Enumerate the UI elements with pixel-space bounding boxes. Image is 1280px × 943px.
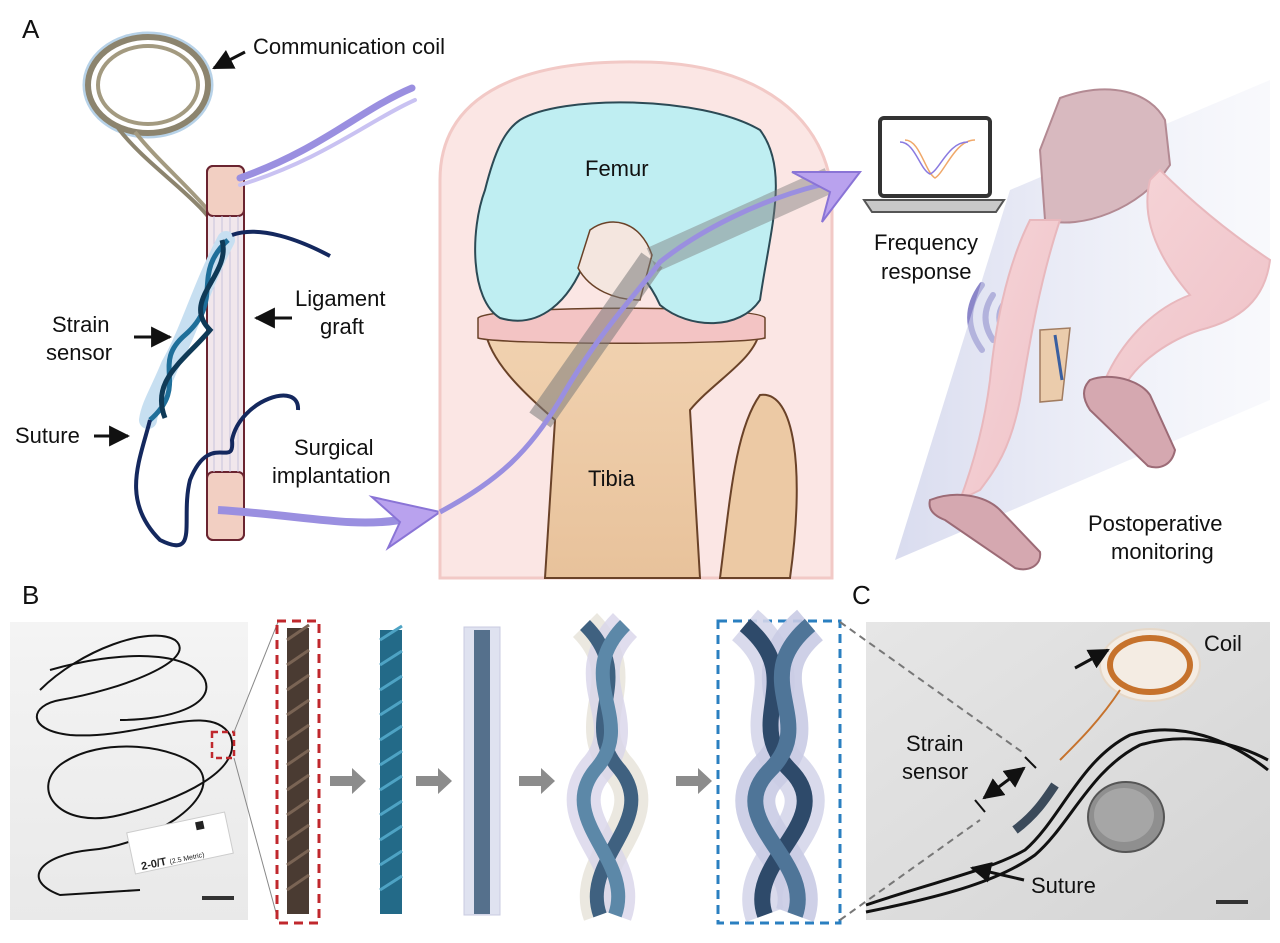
- runner-illustration: [895, 80, 1272, 571]
- suture-package-photo: [10, 622, 248, 920]
- frequency-response-label-2: response: [881, 259, 972, 284]
- zoom-line-top: [233, 621, 279, 733]
- laptop-icon: [862, 116, 1006, 213]
- postoperative-monitoring-label-1: Postoperative: [1088, 511, 1223, 536]
- strain-sensor-label-1: Strain: [52, 312, 109, 337]
- coating-texture: [379, 624, 403, 892]
- graft-bottom-tube: [217, 506, 401, 527]
- strain-sensor-span-arrow: [982, 766, 1026, 800]
- strain-sensor-photo-label-1: Strain: [906, 731, 963, 756]
- zoom-box-small: [210, 730, 236, 760]
- zoom-line-c-top: [839, 621, 1023, 753]
- graft-top-tube: [236, 84, 416, 182]
- postoperative-monitoring-label-2: monitoring: [1111, 539, 1214, 564]
- panel-c-label: C: [852, 580, 871, 610]
- surgical-implantation-label-1: Surgical: [294, 435, 373, 460]
- implantation-arrowhead: [368, 495, 443, 551]
- device-photo: [865, 622, 1270, 920]
- ligament-graft-label-1: Ligament: [295, 286, 386, 311]
- process-arrow-2: [416, 768, 452, 794]
- suture-photo-label: Suture: [1031, 873, 1096, 898]
- suture-top: [231, 229, 331, 258]
- coil-photo-arrow: [1074, 648, 1110, 670]
- panel-b-label: B: [22, 580, 39, 610]
- tibia-label: Tibia: [588, 466, 636, 491]
- braided-suture-stage: [287, 628, 309, 914]
- process-arrow-4: [676, 768, 712, 794]
- graft-top-tube-highlight: [238, 98, 417, 187]
- zoom-line-bottom: [233, 757, 279, 921]
- span-tick-left: [974, 799, 986, 813]
- frequency-response-label-1: Frequency: [874, 230, 978, 255]
- zoom-line-c-bottom: [839, 819, 981, 921]
- coated-suture-stage: [380, 630, 402, 914]
- zoom-box-blue: [716, 619, 842, 925]
- span-tick-right: [1024, 756, 1037, 769]
- strain-sensor-illustration: [139, 231, 235, 429]
- suture-label: Suture: [15, 423, 80, 448]
- signal-arrowhead: [791, 171, 863, 223]
- strain-sensor-label-2: sensor: [46, 340, 112, 365]
- ligament-graft-illustration: [206, 165, 245, 541]
- coil-arrow: [212, 50, 246, 70]
- communication-coil-label: Communication coil: [253, 34, 445, 59]
- suture-photo-arrow: [969, 862, 1025, 883]
- strain-sensor-photo-label-2: sensor: [902, 759, 968, 784]
- twisted-pair-stage: [566, 612, 649, 921]
- communication-coil-illustration: [82, 31, 230, 241]
- encapsulated-core: [474, 630, 490, 914]
- process-arrow-1: [330, 768, 366, 794]
- surgical-implantation-label-2: implantation: [272, 463, 391, 488]
- coil-photo-label: Coil: [1204, 631, 1242, 656]
- panel-a-label: A: [22, 14, 40, 44]
- zoom-box-red: [275, 619, 321, 925]
- ligament-graft-label-2: graft: [320, 314, 364, 339]
- knee-illustration: [438, 60, 836, 580]
- process-arrow-3: [519, 768, 555, 794]
- braid-texture: [286, 623, 310, 892]
- final-sensor-stage: [731, 609, 825, 922]
- suture-bottom: [134, 393, 301, 548]
- femur-label: Femur: [585, 156, 649, 181]
